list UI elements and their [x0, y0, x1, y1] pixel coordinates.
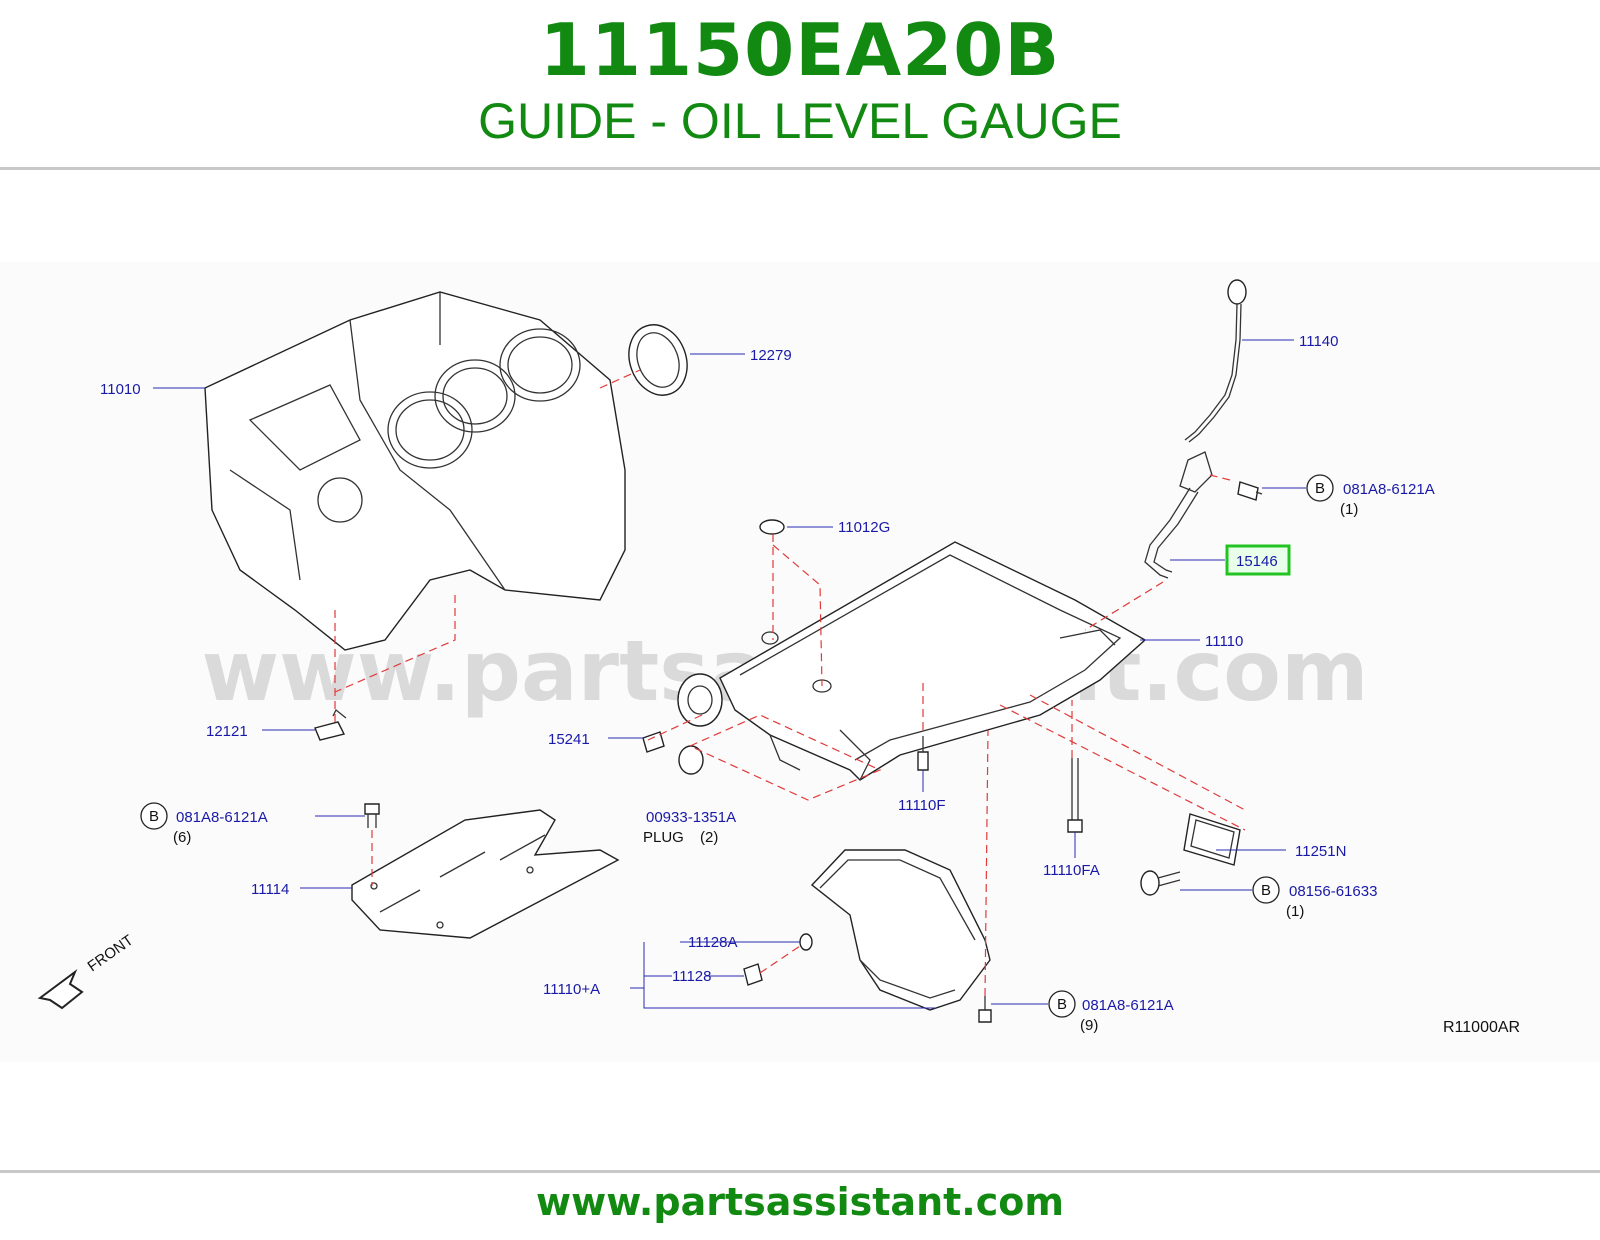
callout-11110fa[interactable]: 11110FA — [1043, 862, 1100, 879]
bolt-11110f-drawing — [917, 736, 929, 771]
upper-oil-pan-drawing — [677, 541, 1147, 781]
qty-081a8-9: (9) — [1080, 1017, 1098, 1034]
rear-seal-drawing — [628, 324, 688, 396]
b-marker-4 — [1048, 990, 1076, 1018]
callout-11110f[interactable]: 11110F — [898, 797, 946, 814]
qty-081a8-1: (1) — [1340, 501, 1358, 518]
oil-level-gauge-drawing — [1184, 279, 1247, 443]
parts-diagram: www.partsassistant.com — [0, 170, 1600, 1168]
b-marker-3 — [1252, 876, 1280, 904]
washer-drawing — [799, 933, 813, 951]
callout-081a8-6121a-6[interactable]: 081A8-6121A — [176, 809, 268, 826]
plug-note: PLUG — [643, 829, 684, 846]
callout-11128a[interactable]: 11128A — [688, 934, 738, 951]
callout-12279[interactable]: 12279 — [750, 347, 792, 364]
b-marker-1 — [1306, 474, 1334, 502]
callout-11010[interactable]: 11010 — [100, 381, 141, 398]
callout-15146[interactable]: 15146 — [1236, 553, 1278, 570]
callout-11128[interactable]: 11128 — [672, 968, 712, 985]
front-arrow-icon — [37, 969, 84, 1010]
footer-divider — [0, 1170, 1600, 1173]
qty-081a8-6: (6) — [173, 829, 191, 846]
header: 11150EA20B GUIDE - OIL LEVEL GAUGE — [0, 0, 1600, 168]
b-markers: B B B B — [140, 474, 1334, 1018]
qty-08156: (1) — [1286, 903, 1304, 920]
b-marker-3-label: B — [1261, 882, 1271, 899]
bolt-081a8-9-drawing — [978, 996, 992, 1023]
b-marker-2-label: B — [149, 808, 159, 825]
callout-11140[interactable]: 11140 — [1299, 333, 1339, 350]
drain-cock-drawing — [314, 708, 347, 741]
bolt-11110fa-drawing — [1067, 758, 1083, 833]
qty-00933: (2) — [700, 829, 718, 846]
callout-11012g[interactable]: 11012G — [838, 519, 890, 536]
b-marker-1-label: B — [1315, 480, 1325, 497]
guide-bolt-drawing — [1237, 481, 1263, 501]
drain-plug-drawing — [743, 963, 763, 986]
b-marker-2 — [140, 802, 168, 830]
callout-00933-1351a[interactable]: 00933-1351A — [646, 809, 736, 826]
bolt-081a8-6-drawing — [364, 803, 380, 828]
callout-08156-61633[interactable]: 08156-61633 — [1289, 883, 1377, 900]
leader-lines — [153, 339, 1306, 1009]
gasket-11251n-drawing — [1183, 813, 1241, 866]
dowel-pin-drawing — [642, 731, 665, 753]
footer-url[interactable]: www.partsassistant.com — [536, 1180, 1064, 1224]
header-divider — [0, 167, 1600, 170]
assembly-lines — [334, 369, 1246, 997]
callout-15241[interactable]: 15241 — [548, 731, 590, 748]
engine-block-drawing — [204, 291, 626, 651]
part-description: GUIDE - OIL LEVEL GAUGE — [478, 93, 1122, 149]
callout-081a8-6121a-9[interactable]: 081A8-6121A — [1082, 997, 1174, 1014]
callout-12121[interactable]: 12121 — [206, 723, 248, 740]
bolt-08156-drawing — [1140, 870, 1181, 896]
baffle-plate-drawing — [351, 809, 620, 939]
callout-11110-a[interactable]: 11110+A — [543, 981, 600, 998]
oil-gauge-guide-drawing — [1144, 451, 1213, 579]
o-ring-drawing — [759, 519, 785, 535]
parts-diagram-svg: www.partsassistant.com — [0, 262, 1600, 1062]
callout-labels: 11010 12279 11140 081A8-6121A (1) 11012G… — [100, 333, 1520, 1036]
b-marker-4-label: B — [1057, 996, 1067, 1013]
reference-code: R11000AR — [1443, 1019, 1520, 1036]
callout-11251n[interactable]: 11251N — [1295, 843, 1346, 860]
callout-11114[interactable]: 11114 — [251, 881, 289, 898]
highlight-box-15146 — [1225, 544, 1291, 576]
callout-11110[interactable]: 11110 — [1205, 633, 1243, 650]
callout-081a8-6121a-1[interactable]: 081A8-6121A — [1343, 481, 1435, 498]
lower-oil-pan-drawing — [810, 849, 991, 1011]
part-number-title: 11150EA20B — [539, 8, 1061, 92]
